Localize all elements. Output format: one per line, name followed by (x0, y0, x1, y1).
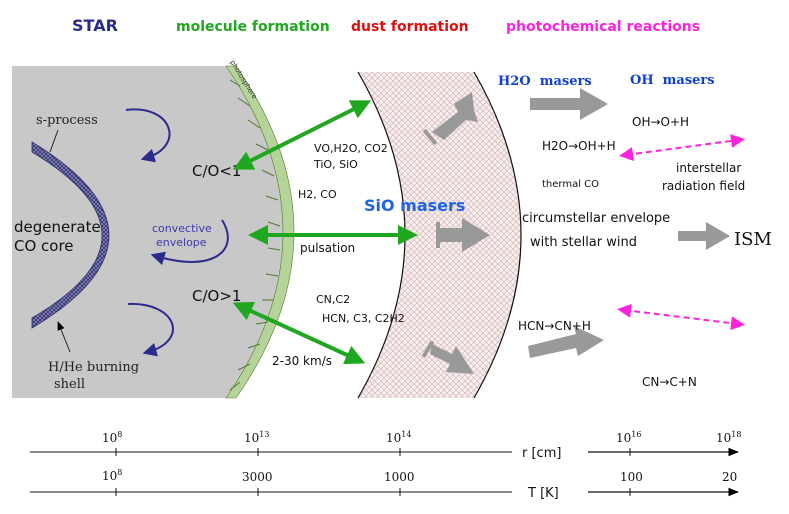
molecules-oxygen-rich-2: TiO, SiO (313, 158, 358, 171)
radiation-arrow-upper (619, 133, 745, 162)
gray-arrow-hcn (528, 326, 604, 358)
molecules-carbon-rich-2: HCN, C3, C2H2 (322, 312, 405, 325)
oh-masers-label: OH masers (630, 73, 715, 88)
r-tick-5: 1018 (716, 430, 741, 445)
t-axis-label: T [K] (527, 486, 559, 501)
dust-shell-outer-edge (473, 71, 522, 399)
t-tick-4: 100 (620, 470, 643, 484)
radiation-arrow-lower (617, 303, 745, 331)
gray-arrow-upper-tail (422, 128, 438, 146)
gray-arrow-middle-tail (436, 222, 440, 248)
envelope-label-2: with stellar wind (530, 235, 637, 250)
header-dust-formation: dust formation (351, 19, 469, 35)
gray-arrow-lower (430, 344, 474, 374)
envelope-label-1: circumstellar envelope (522, 211, 670, 226)
gray-arrow-ism (678, 222, 730, 250)
header-molecule-formation: molecule formation (176, 19, 330, 35)
gray-arrow-upper (432, 92, 478, 140)
t-tick-2: 3000 (242, 470, 273, 484)
molecules-carbon-rich-1: CN,C2 (316, 293, 350, 306)
co-ratio-high: C/O>1 (192, 287, 241, 305)
molecules-h2-co: H2, CO (298, 188, 337, 201)
t-tick-1: 108 (102, 468, 122, 483)
gray-arrow-h2o (530, 88, 608, 120)
r-axis-ticks (115, 448, 631, 456)
r-tick-3: 1014 (386, 430, 411, 445)
radiation-label-1: interstellar (676, 161, 741, 175)
molecules-oxygen-rich-1: VO,H2O, CO2 (314, 142, 388, 155)
t-axis-ticks (115, 488, 631, 496)
r-axis-label: r [cm] (522, 446, 561, 461)
gray-arrow-middle (438, 218, 490, 252)
header-star: STAR (72, 16, 118, 35)
burning-shell-label-2: shell (54, 377, 85, 392)
pulsation-label: pulsation (300, 241, 355, 255)
t-tick-3: 1000 (384, 470, 415, 484)
wind-speed-label: 2-30 km/s (272, 354, 332, 368)
degenerate-core-label-1: degenerate (14, 218, 101, 236)
s-process-pointer (49, 129, 59, 153)
burning-shell (31, 141, 110, 329)
degenerate-core-label-2: CO core (14, 237, 74, 255)
convection-arrow-middle (150, 219, 229, 266)
h2o-reaction: H2O→OH+H (542, 139, 616, 153)
r-tick-1: 108 (102, 430, 122, 445)
oh-reaction: OH→O+H (632, 115, 689, 129)
burning-shell-pointer (57, 321, 71, 353)
s-process-label: s-process (36, 113, 98, 128)
co-ratio-low: C/O<1 (192, 162, 241, 180)
convective-envelope-label-1: convective (152, 222, 212, 235)
burning-shell-label-1: H/He burning (48, 360, 139, 375)
green-arrow-upper (232, 100, 372, 170)
h2o-masers-label: H2O masers (498, 74, 592, 89)
radiation-label-2: radiation field (662, 179, 745, 193)
star-body (12, 66, 283, 398)
hcn-reaction: HCN→CN+H (518, 319, 591, 333)
header-photochemical-reactions: photochemical reactions (506, 19, 700, 35)
r-tick-4: 1016 (616, 430, 641, 445)
ism-label: ISM (734, 229, 772, 250)
thermal-co-label: thermal CO (542, 179, 599, 190)
convective-envelope-label-2: envelope (156, 236, 207, 249)
t-tick-5: 20 (722, 470, 737, 484)
r-tick-2: 1013 (244, 430, 269, 445)
convection-arrow-top (125, 108, 171, 163)
gray-arrow-lower-tail (421, 340, 435, 358)
convection-arrow-bottom (127, 302, 174, 357)
sio-masers-label: SiO masers (364, 196, 465, 215)
green-arrow-lower (232, 301, 366, 365)
cn-reaction: CN→C+N (642, 375, 697, 389)
